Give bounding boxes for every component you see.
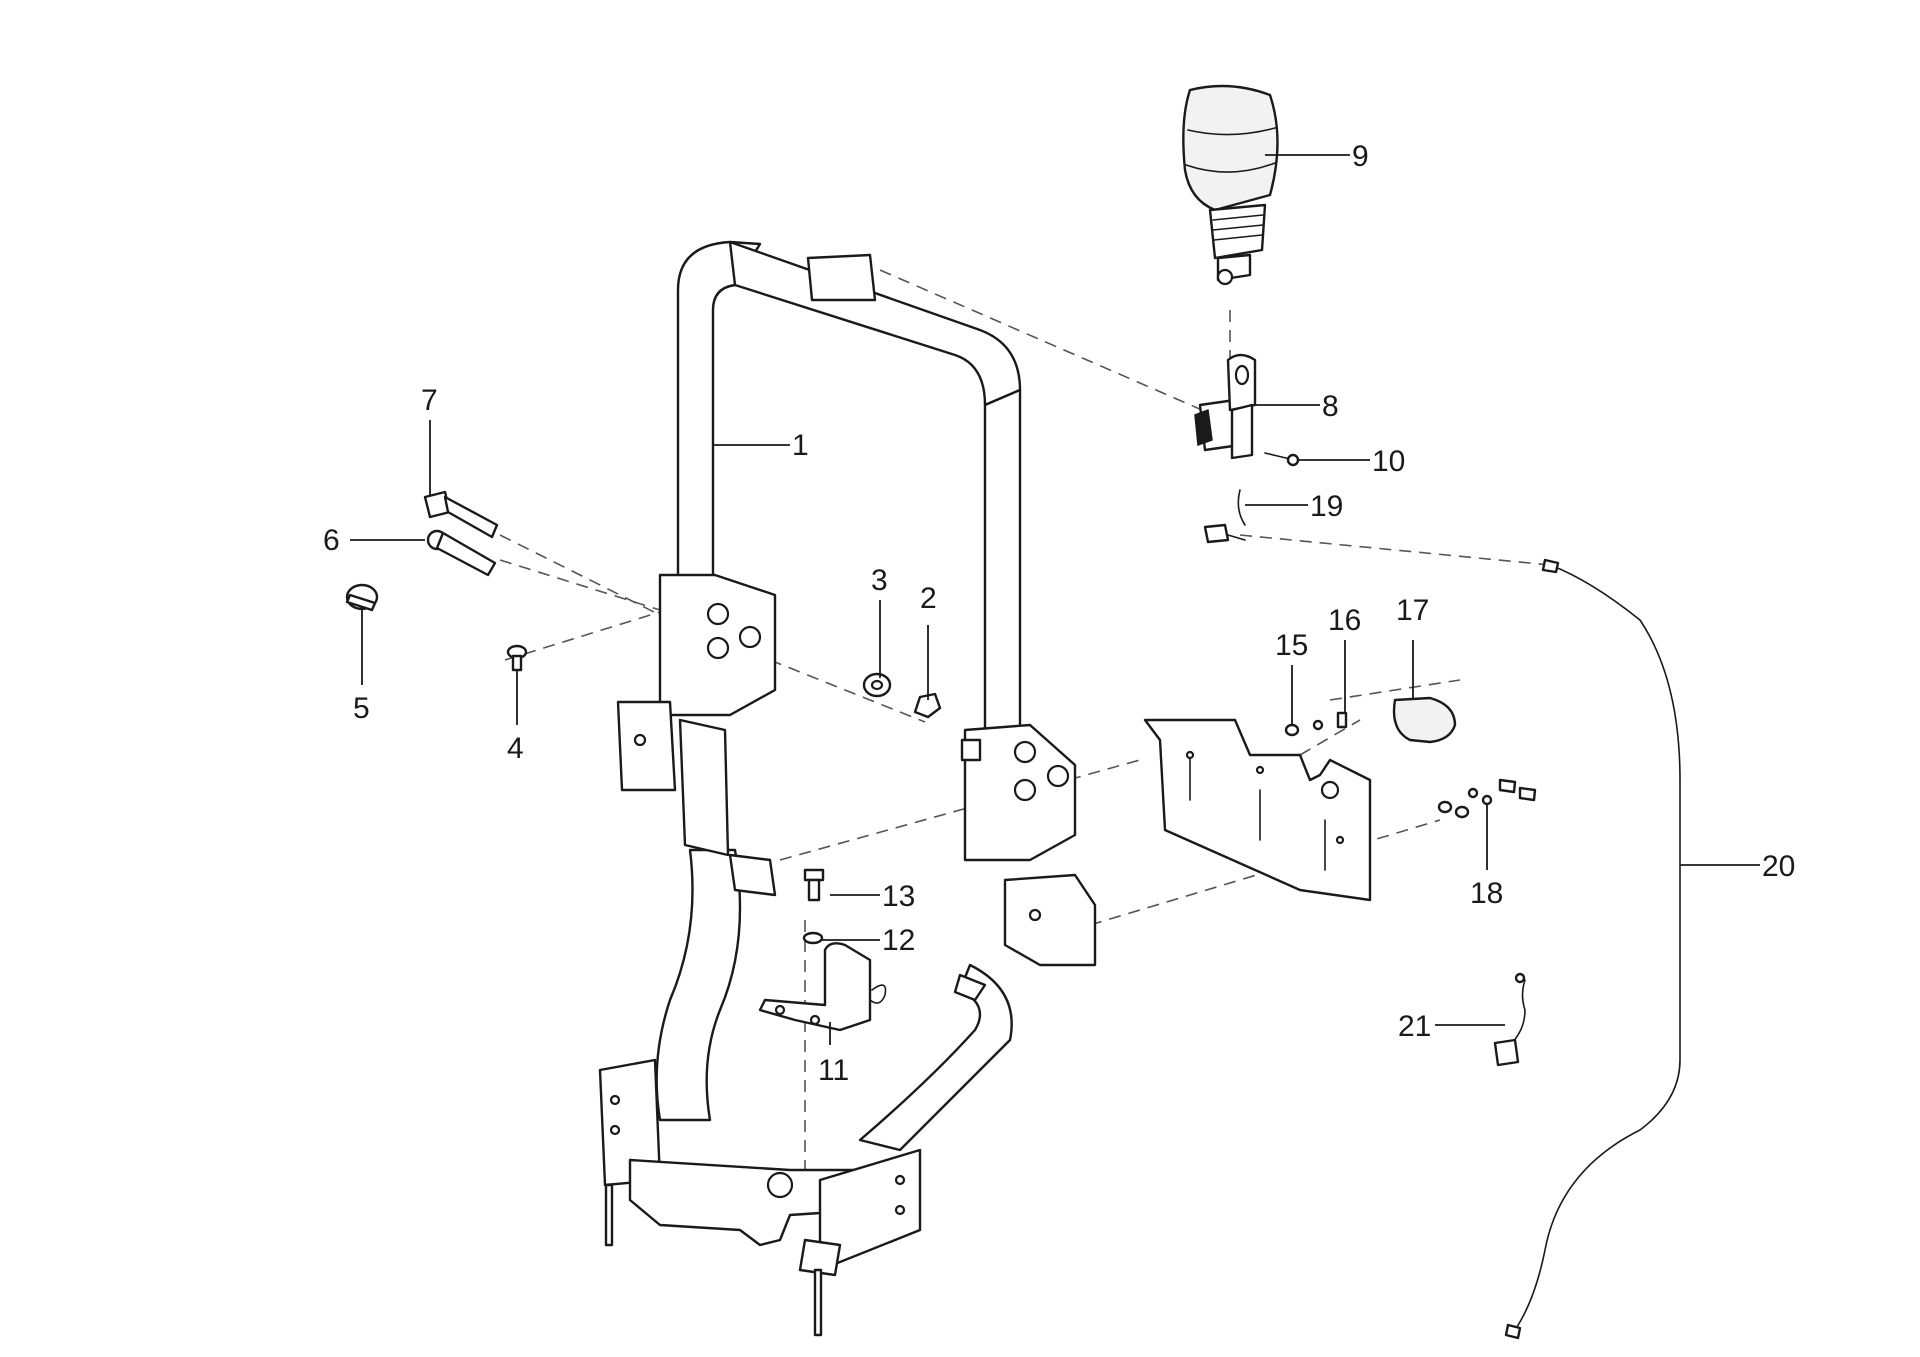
- lamp-part-17: [1392, 696, 1457, 744]
- beacon-part-9: [1182, 84, 1279, 286]
- assembly-dashed-lines: [499, 269, 1551, 1180]
- callout-15: 15: [1275, 629, 1308, 662]
- callout-10: 10: [1372, 445, 1405, 478]
- washer-part-15: [1284, 723, 1300, 737]
- bolts-part-18: [1437, 778, 1537, 819]
- callout-12: 12: [882, 924, 915, 957]
- cable-part-21: [1493, 972, 1526, 1067]
- bolt-part-13: [803, 868, 825, 902]
- screw-part-10: [1264, 452, 1300, 467]
- callout-9: 9: [1352, 140, 1369, 173]
- callout-16: 16: [1328, 604, 1361, 637]
- callout-1: 1: [792, 429, 809, 462]
- mount-part-8: [1194, 353, 1257, 460]
- mounting-plate: [1143, 718, 1372, 902]
- washer-part-3: [862, 672, 892, 698]
- cable-part-19: [1203, 489, 1246, 544]
- pin-part-6: [426, 529, 497, 577]
- callout-21: 21: [1398, 1010, 1431, 1043]
- callout-8: 8: [1322, 390, 1339, 423]
- callout-13: 13: [882, 880, 915, 913]
- callout-7: 7: [421, 384, 438, 417]
- washer-part-12: [802, 931, 824, 945]
- callout-3: 3: [871, 564, 888, 597]
- cable-part-20: [1504, 558, 1681, 1340]
- lynch-pin-part-5: [345, 583, 379, 612]
- leader-lines: [350, 154, 1760, 1045]
- callout-6: 6: [323, 524, 340, 557]
- nut-part-2: [913, 692, 942, 719]
- callout-17: 17: [1396, 594, 1429, 627]
- callout-5: 5: [353, 692, 370, 725]
- callout-11: 11: [818, 1054, 849, 1087]
- bolt-part-7: [423, 490, 499, 539]
- roll-bar-frame: [598, 240, 1097, 1337]
- callout-19: 19: [1310, 490, 1343, 523]
- callout-labels: 1 2 3 4 5 6 7 8 9 10 11 12 13 15 16 17 1…: [323, 140, 1795, 1087]
- callout-4: 4: [507, 732, 524, 765]
- bolt-part-4: [506, 644, 528, 672]
- bolt-part-16: [1312, 711, 1348, 731]
- bracket-part-11: [758, 942, 887, 1032]
- callout-20: 20: [1762, 850, 1795, 883]
- callout-2: 2: [920, 582, 937, 615]
- callout-18: 18: [1470, 877, 1503, 910]
